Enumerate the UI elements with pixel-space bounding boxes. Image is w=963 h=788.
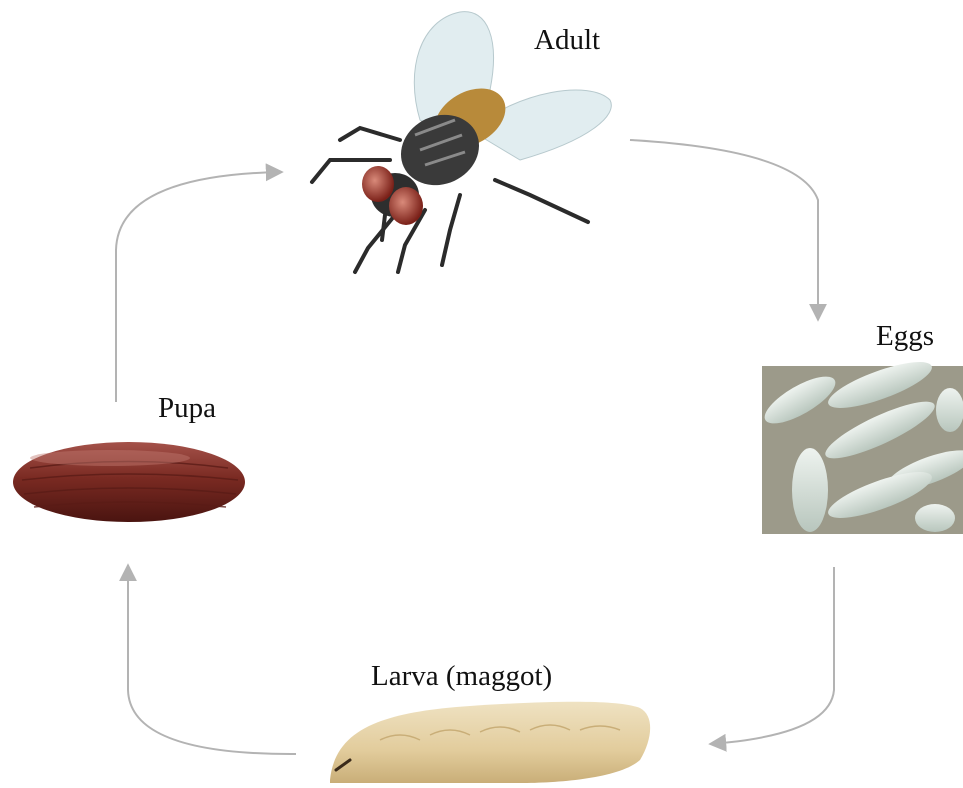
arrow-pupa-to-adult: [116, 172, 282, 402]
arrow-eggs-to-larva: [710, 567, 834, 744]
pupa-label: Pupa: [158, 394, 216, 423]
fly-pupa-image: [13, 442, 245, 522]
fly-larva-image: [330, 702, 650, 783]
fly-eggs-image: [758, 353, 963, 534]
larva-label: Larva (maggot): [371, 662, 552, 691]
arrow-larva-to-pupa: [128, 565, 296, 754]
eggs-label: Eggs: [876, 322, 934, 351]
arrow-adult-to-eggs: [630, 140, 818, 320]
adult-label: Adult: [534, 26, 600, 55]
